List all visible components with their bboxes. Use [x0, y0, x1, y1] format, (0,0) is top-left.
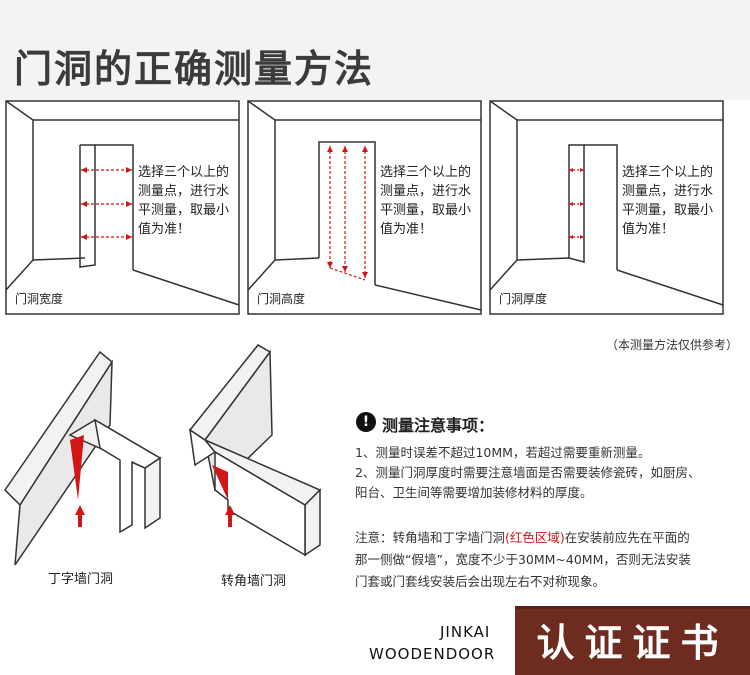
note-line: 值为准！ — [380, 222, 433, 237]
note-line: 平测量，取最小 — [622, 203, 714, 218]
notice-line: 门套或门套线安装后会出现左右不对称现象。 — [355, 574, 606, 589]
notice-line: 那一侧做“假墙”，宽度不少于30MM~40MM，否则无法安装 — [355, 552, 691, 567]
note-line: 测量点，进行水 — [138, 184, 230, 199]
brand-subname: WOODENDOOR — [369, 645, 496, 663]
panel-door-height: 选择三个以上的 测量点，进行水 平测量，取最小 值为准！ 门洞高度 — [247, 100, 482, 315]
caution-item: 1、测量时误差不超过10MM，若超过需要重新测量。 — [355, 445, 651, 460]
warning-icon: ! — [356, 412, 376, 432]
panel-caption: 门洞宽度 — [15, 292, 64, 306]
note-line: 测量点，进行水 — [622, 184, 714, 199]
note-line: 值为准！ — [622, 222, 675, 237]
panel-caption: 门洞高度 — [257, 292, 306, 306]
panel-door-width: 选择三个以上的 测量点，进行水 平测量，取最小 值为准！ 门洞宽度 — [5, 100, 240, 315]
certificate-banner — [515, 606, 750, 675]
certificate-title: 认证证书 — [536, 621, 729, 665]
page-title: 门洞的正确测量方法 — [14, 47, 375, 91]
note-line: 测量点，进行水 — [380, 184, 472, 199]
corner-wall-caption: 转角墙门洞 — [221, 574, 287, 589]
measure-note: 选择三个以上的 测量点，进行水 平测量，取最小 值为准！ — [380, 163, 471, 239]
brand-name: JINKAI — [440, 623, 491, 641]
certificate-top-line — [515, 606, 750, 609]
title-bar — [0, 0, 750, 100]
room-sketch-thickness — [489, 100, 724, 315]
notice-line: 注意：转角墙和丁字墙门洞(红色区域)在安装前应先在平面的 — [355, 530, 690, 545]
measure-note: 选择三个以上的 测量点，进行水 平测量，取最小 值为准！ — [138, 163, 229, 239]
caution-heading: 测量注意事项： — [382, 416, 495, 435]
note-line: 平测量，取最小 — [138, 203, 230, 218]
panel-door-thickness: 选择三个以上的 测量点，进行水 平测量，取最小 值为准！ 门洞厚度 — [489, 100, 724, 315]
reference-note: （本测量方法仅供参考） — [606, 338, 739, 352]
wall-diagrams — [4, 344, 322, 565]
note-line: 平测量，取最小 — [380, 203, 472, 218]
caution-item: 阳台、卫生间等需要增加装修材料的厚度。 — [355, 485, 593, 500]
note-line: 值为准！ — [138, 222, 191, 237]
red-area — [70, 435, 84, 500]
note-line: 选择三个以上的 — [138, 165, 230, 180]
t-wall-caption: 丁字墙门洞 — [48, 572, 114, 587]
footer-brand-area — [0, 606, 510, 675]
room-sketch-width — [5, 100, 240, 315]
note-line: 选择三个以上的 — [380, 165, 472, 180]
measure-note: 选择三个以上的 测量点，进行水 平测量，取最小 值为准！ — [622, 163, 713, 239]
room-sketch-height — [247, 100, 482, 315]
red-area — [212, 465, 228, 500]
note-line: 选择三个以上的 — [622, 165, 714, 180]
caution-item: 2、测量门洞厚度时需要注意墙面是否需要装修瓷砖，如厨房、 — [355, 465, 701, 480]
panel-caption: 门洞厚度 — [499, 292, 548, 306]
